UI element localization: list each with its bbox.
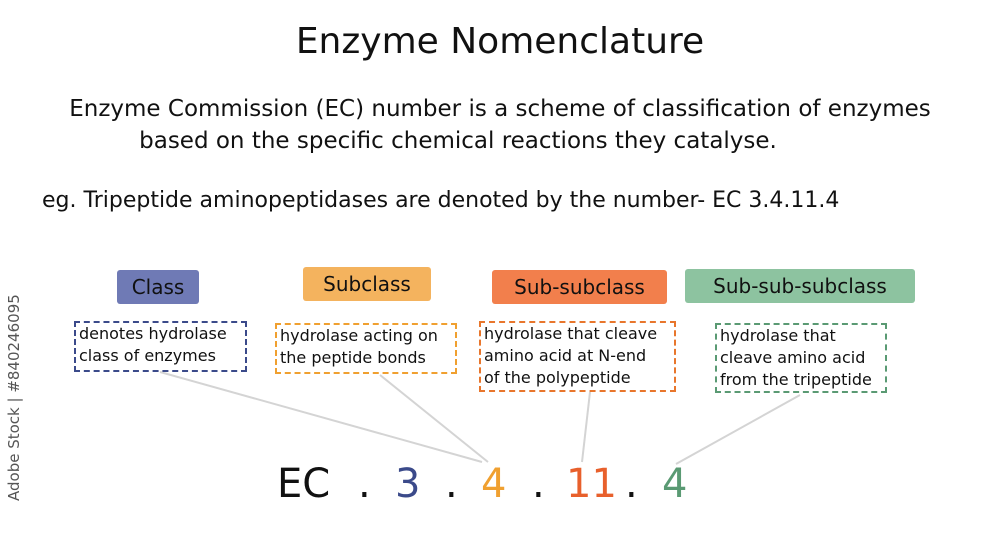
desc-box-class: denotes hydrolase class of enzymes (74, 321, 247, 372)
desc-subsubclass-line-2: amino acid at N-end (484, 346, 647, 365)
example-text: eg. Tripeptide aminopeptidases are denot… (42, 188, 840, 213)
connector-class (159, 371, 483, 463)
tag-subsubsubclass: Sub-sub-subclass (685, 269, 915, 303)
desc-class-line-2: class of enzymes (79, 346, 216, 365)
ec-digit-subclass: 4 (481, 461, 507, 507)
ec-prefix: EC (277, 461, 331, 507)
connector-subsubsubclass (675, 394, 801, 465)
desc-subclass-line-1: hydrolase acting on (280, 326, 438, 345)
desc-subsubsubclass-line-2: cleave amino acid (720, 348, 866, 367)
desc-box-subsubclass: hydrolase that cleave amino acid at N-en… (479, 321, 676, 392)
desc-subsubsubclass-line-3: from the tripeptide (720, 370, 872, 389)
desc-box-subclass: hydrolase acting on the peptide bonds (275, 323, 457, 374)
description-line-1: Enzyme Commission (EC) number is a schem… (69, 96, 931, 122)
tag-subsubclass: Sub-subclass (492, 270, 667, 304)
desc-subclass-line-2: the peptide bonds (280, 348, 426, 367)
ec-separator-1: . (358, 461, 371, 507)
connector-subsubclass (581, 391, 591, 463)
ec-separator-3: . (532, 461, 545, 507)
description-line-2: based on the specific chemical reactions… (139, 128, 777, 154)
desc-class-line-1: denotes hydrolase (79, 324, 227, 343)
ec-separator-2: . (445, 461, 458, 507)
connector-subclass (379, 374, 489, 463)
desc-subsubclass-line-3: of the polypeptide (484, 368, 631, 387)
ec-separator-4: . (625, 461, 638, 507)
watermark-text: Adobe Stock | #840246095 (5, 294, 23, 501)
desc-subsubclass-line-1: hydrolase that cleave (484, 324, 658, 343)
tag-class: Class (117, 270, 199, 304)
desc-box-subsubsubclass: hydrolase that cleave amino acid from th… (715, 323, 887, 393)
tag-subclass: Subclass (303, 267, 431, 301)
ec-digit-class: 3 (395, 461, 421, 507)
page-title: Enzyme Nomenclature (295, 21, 705, 62)
desc-subsubsubclass-line-1: hydrolase that (720, 326, 836, 345)
ec-digit-subsubclass: 11 (566, 461, 617, 507)
ec-digit-subsubsubclass: 4 (662, 461, 688, 507)
